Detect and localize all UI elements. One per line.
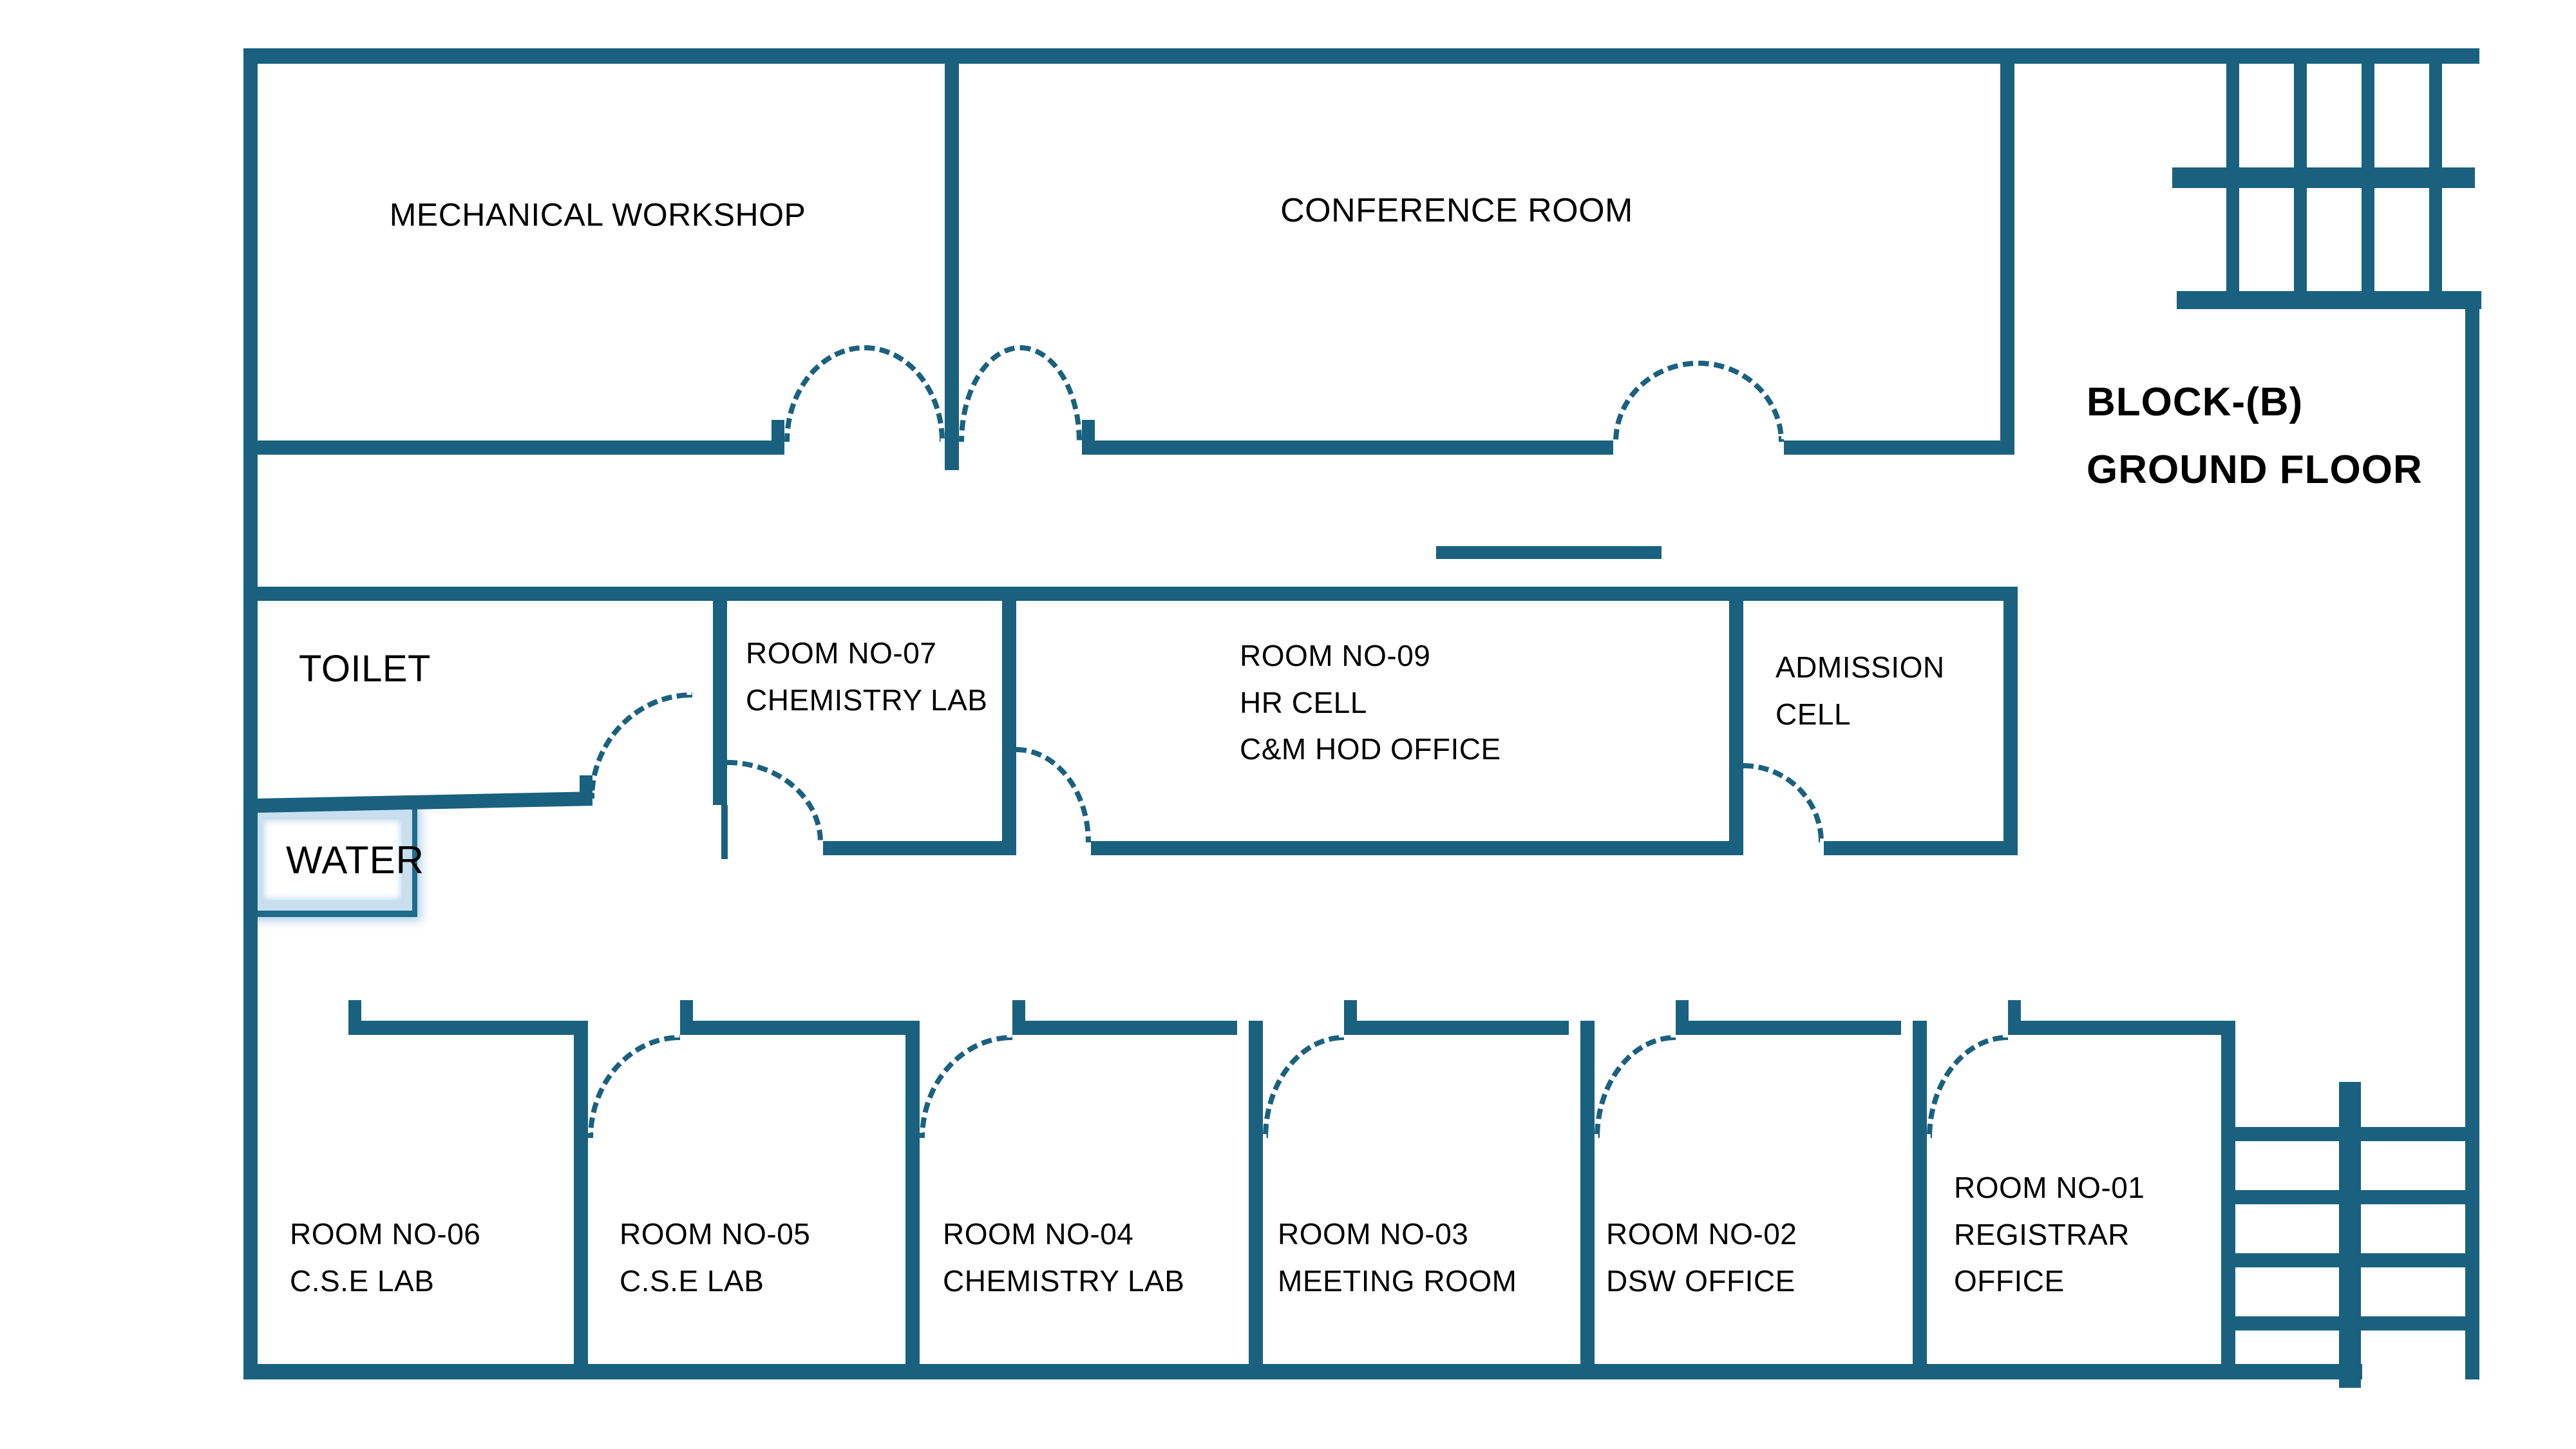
stub-room01-top [2008,1000,2021,1021]
plan-title-line1: BLOCK-(B) [2087,380,2304,424]
label-room-02: ROOM NO-02 DSW OFFICE [1606,1217,1797,1298]
wall-room05-top [680,1021,905,1035]
wall-divider-04-03 [1249,1021,1263,1364]
water-station-label: WATER [286,838,424,882]
stairs-tr-vertical-2 [2294,62,2307,309]
wall-room07-bottom [823,841,1016,855]
wall-divider-02-01 [1913,1021,1927,1364]
stub-conference-door-left [1082,420,1095,440]
wall-conference-bottom-left [1082,440,1613,455]
label-room-01: ROOM NO-01 REGISTRAR OFFICE [1954,1171,2145,1298]
wall-room02-top [1676,1021,1901,1035]
wall-divider-05-04 [905,1021,920,1364]
label-room-03: ROOM NO-03 MEETING ROOM [1278,1217,1517,1298]
stub-room06-top [348,1000,361,1021]
stairs-br-rung-2 [2235,1190,2465,1204]
stairs-tr-vertical-4 [2429,62,2442,309]
water-station-inner: WATER [263,819,424,900]
room-06-cse-lab [258,1035,574,1364]
stub-workshop-door [772,420,784,440]
plan-title: BLOCK-(B) GROUND FLOOR [2087,368,2423,504]
stub-room05-top [680,1000,693,1021]
wall-divider-06-05 [574,1021,588,1364]
wall-top-outer [243,48,2479,64]
wall-room07-left [713,601,727,805]
wall-midband-top [243,587,2018,601]
wall-conference-right [2000,62,2014,455]
wall-room09-bottom [1091,841,1729,855]
label-room-04: ROOM NO-04 CHEMISTRY LAB [943,1217,1185,1298]
plan-title-line2: GROUND FLOOR [2087,448,2423,492]
stairs-br-rung-1 [2235,1127,2465,1141]
wall-corridor-dash [1436,546,1662,559]
wall-room06-top [348,1021,585,1035]
wall-admission-bottom [1824,841,2018,855]
label-room-07: ROOM NO-07 CHEMISTRY LAB [746,636,988,717]
wall-room04-top [1012,1021,1237,1035]
wall-room09-admission-divider [1729,601,1743,855]
wall-workshop-conf-divider [945,62,959,470]
wall-admission-right [2003,601,2018,855]
stairs-tr-mid-rail [2172,167,2475,188]
label-mechanical-workshop: MECHANICAL WORKSHOP [389,196,806,233]
wall-room01-top [2008,1021,2221,1035]
label-room-05: ROOM NO-05 C.S.E LAB [620,1217,811,1298]
stairs-tr-vertical-3 [2362,62,2374,309]
label-room-09: ROOM NO-09 HR CELL C&M HOD OFFICE [1240,639,1501,766]
wall-right-outer [2465,299,2479,1379]
stairs-tr-vertical-1 [2226,62,2239,309]
stairs-br-rung-4 [2235,1316,2465,1331]
wall-divider-03-02 [1580,1021,1595,1364]
stub-room03-top [1344,1000,1357,1021]
label-room-06: ROOM NO-06 C.S.E LAB [290,1217,481,1298]
room-conference [959,64,2000,440]
label-toilet: TOILET [299,648,431,690]
water-station-box: WATER [252,809,424,917]
wall-conference-bottom-right [1784,440,2014,455]
wall-left-outer [243,48,258,1379]
wall-room03-top [1344,1021,1569,1035]
stub-room02-top [1676,1000,1689,1021]
wall-workshop-bottom [258,440,784,455]
wall-room07-right [1002,601,1016,855]
stairs-br-rung-3 [2235,1253,2465,1267]
stub-room04-top [1012,1000,1025,1021]
label-conference-room: CONFERENCE ROOM [1280,191,1633,229]
wall-room01-right [2221,1021,2235,1364]
wall-bottom-outer [243,1364,2362,1379]
label-admission-cell: ADMISSION CELL [1776,650,1945,731]
wall-room07-left-thin [721,805,728,859]
